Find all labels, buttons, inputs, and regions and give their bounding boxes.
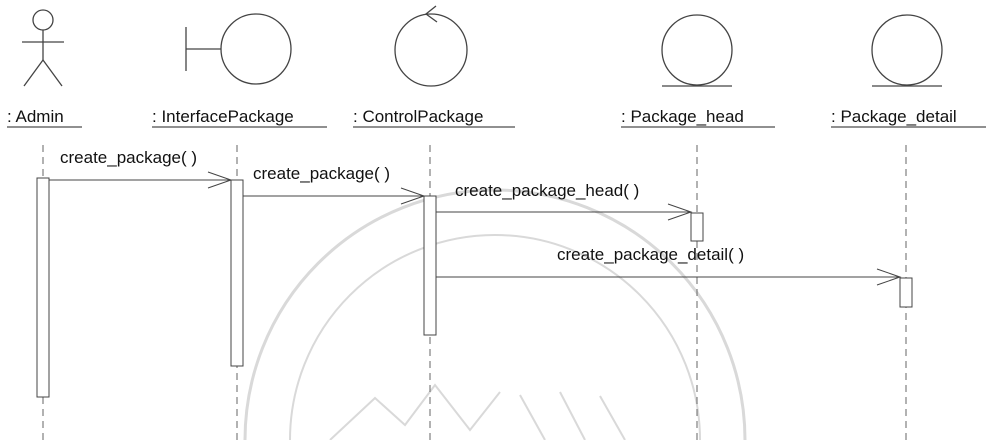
message-label-2: create_package( ) [253, 164, 390, 183]
entity-icon [871, 14, 943, 87]
participant-label-control: : ControlPackage [353, 107, 483, 126]
participant-label-interface: : InterfacePackage [152, 107, 294, 126]
message-4 [436, 268, 902, 286]
message-label-1: create_package( ) [60, 148, 197, 167]
activation-interface [230, 179, 244, 367]
actor-icon [22, 9, 64, 87]
participant-label-admin: : Admin [7, 107, 64, 126]
message-label-3: create_package_head( ) [455, 181, 639, 200]
activation-detail [899, 277, 913, 308]
participant-label-head: : Package_head [621, 107, 744, 126]
activation-admin [36, 177, 50, 398]
message-1 [49, 171, 233, 189]
message-label-4: create_package_detail( ) [557, 245, 744, 264]
message-2 [243, 187, 426, 205]
activation-control [423, 195, 437, 336]
watermark-seal [243, 188, 747, 441]
participant-label-detail: : Package_detail [831, 107, 957, 126]
participant-labels: : Admin : InterfacePackage : ControlPack… [7, 107, 986, 128]
control-icon [394, 5, 468, 87]
boundary-icon [185, 13, 292, 85]
activations [36, 177, 913, 398]
activation-head [690, 212, 704, 242]
message-3 [436, 203, 693, 221]
entity-icon [661, 14, 733, 87]
